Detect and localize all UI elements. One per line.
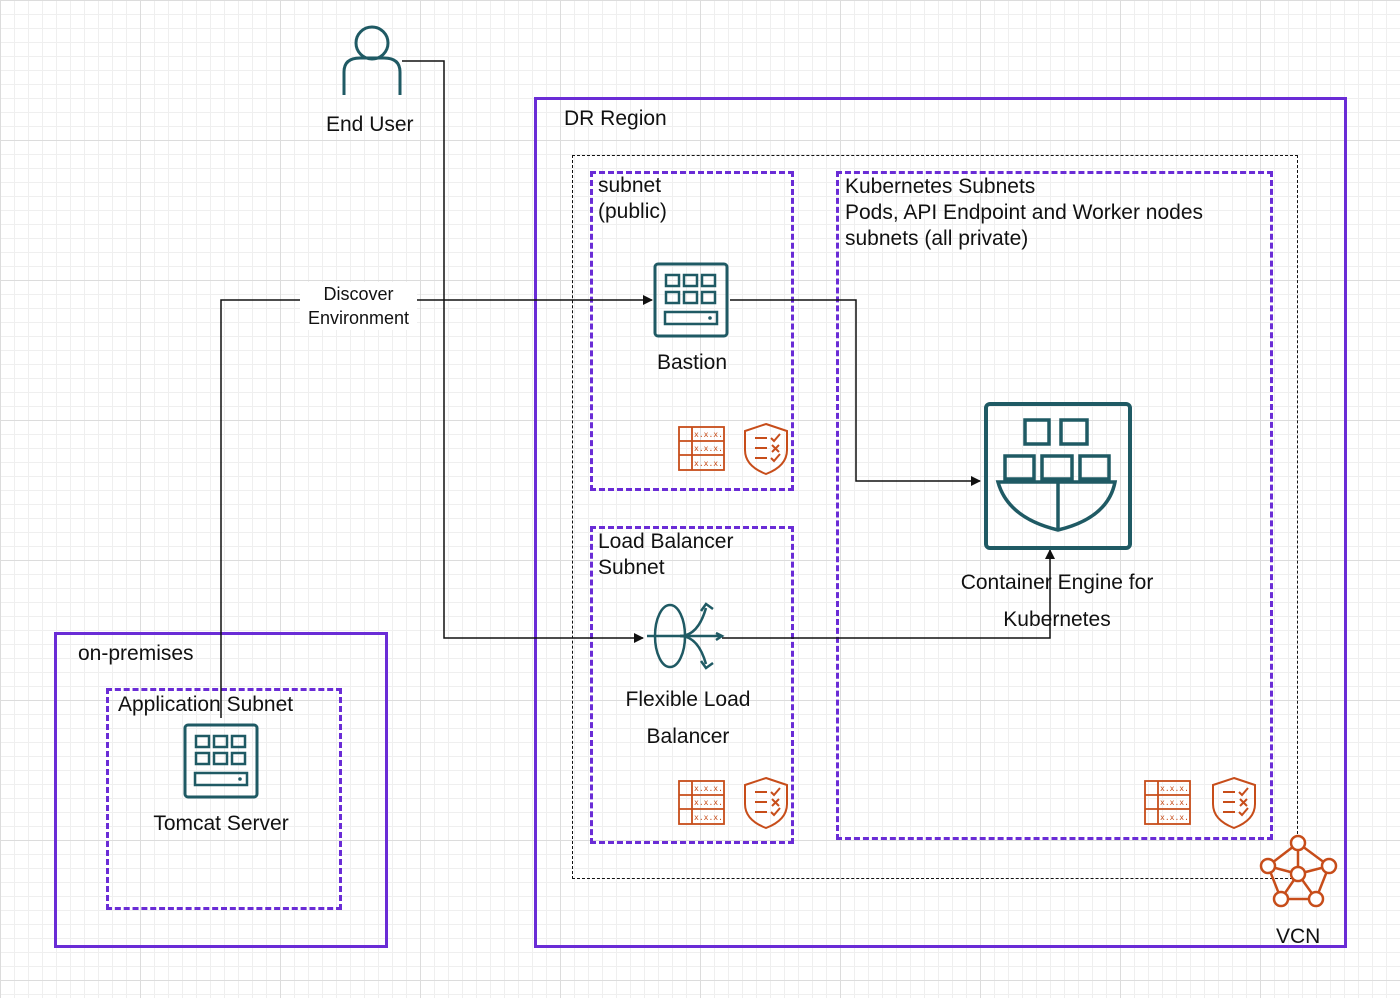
svg-text:x.x.x.: x.x.x. [694, 798, 723, 807]
security-list-icon [744, 776, 788, 830]
route-table-icon: x.x.x. x.x.x. x.x.x. [1144, 780, 1191, 825]
k8s-subnets-box [836, 171, 1273, 840]
lb-subnet-label: Load Balancer Subnet [598, 530, 734, 579]
bastion-server-icon [653, 262, 729, 338]
lb-subnet-box [590, 526, 794, 844]
app-subnet-label: Application Subnet [118, 693, 294, 716]
security-list-icon [744, 422, 788, 476]
discover-environment-label: Discover Environment [300, 282, 417, 330]
route-table-icon: x.x.x. x.x.x. x.x.x. [678, 780, 725, 825]
security-list-icon [1212, 776, 1256, 830]
public-subnet-box [590, 171, 794, 491]
container-engine-label-1: Container Engine for [960, 571, 1154, 594]
dr-region-box [534, 97, 1347, 948]
svg-text:x.x.x.: x.x.x. [694, 430, 723, 439]
edge-user-to-lb [402, 60, 644, 643]
vcn-label: VCN [1276, 925, 1321, 948]
flexible-lb-label-1: Flexible Load [625, 688, 751, 711]
app-subnet-box [106, 688, 342, 910]
load-balancer-icon [647, 602, 725, 670]
vcn-icon [1259, 834, 1338, 908]
flexible-lb-label-2: Balancer [646, 725, 730, 748]
svg-text:x.x.x.: x.x.x. [694, 459, 723, 468]
on-premises-label: on-premises [78, 642, 194, 665]
svg-text:x.x.x.: x.x.x. [1160, 813, 1189, 822]
discover-label-line2: Environment [307, 308, 410, 328]
bastion-label: Bastion [656, 351, 728, 374]
end-user-label: End User [326, 113, 414, 136]
tomcat-server-icon [183, 723, 259, 799]
container-engine-icon [984, 402, 1132, 550]
edge-lb-to-oke [722, 549, 1055, 639]
container-engine-label-2: Kubernetes [1003, 608, 1111, 631]
vcn-boundary [572, 155, 1298, 879]
svg-text:x.x.x.: x.x.x. [694, 813, 723, 822]
discover-label-line1: Discover [323, 284, 394, 304]
public-subnet-label: subnet (public) [598, 174, 667, 223]
edge-discover-environment [220, 295, 653, 718]
svg-text:x.x.x.: x.x.x. [1160, 798, 1189, 807]
dr-region-label: DR Region [564, 107, 667, 130]
route-table-icon: x.x.x. x.x.x. x.x.x. [678, 426, 725, 471]
svg-text:x.x.x.: x.x.x. [694, 784, 723, 793]
svg-text:x.x.x.: x.x.x. [1160, 784, 1189, 793]
svg-text:x.x.x.: x.x.x. [694, 444, 723, 453]
tomcat-label: Tomcat Server [153, 812, 289, 835]
k8s-subnets-label: Kubernetes Subnets Pods, API Endpoint an… [845, 175, 1204, 250]
edge-bastion-to-oke [730, 299, 981, 486]
user-icon [342, 25, 402, 95]
